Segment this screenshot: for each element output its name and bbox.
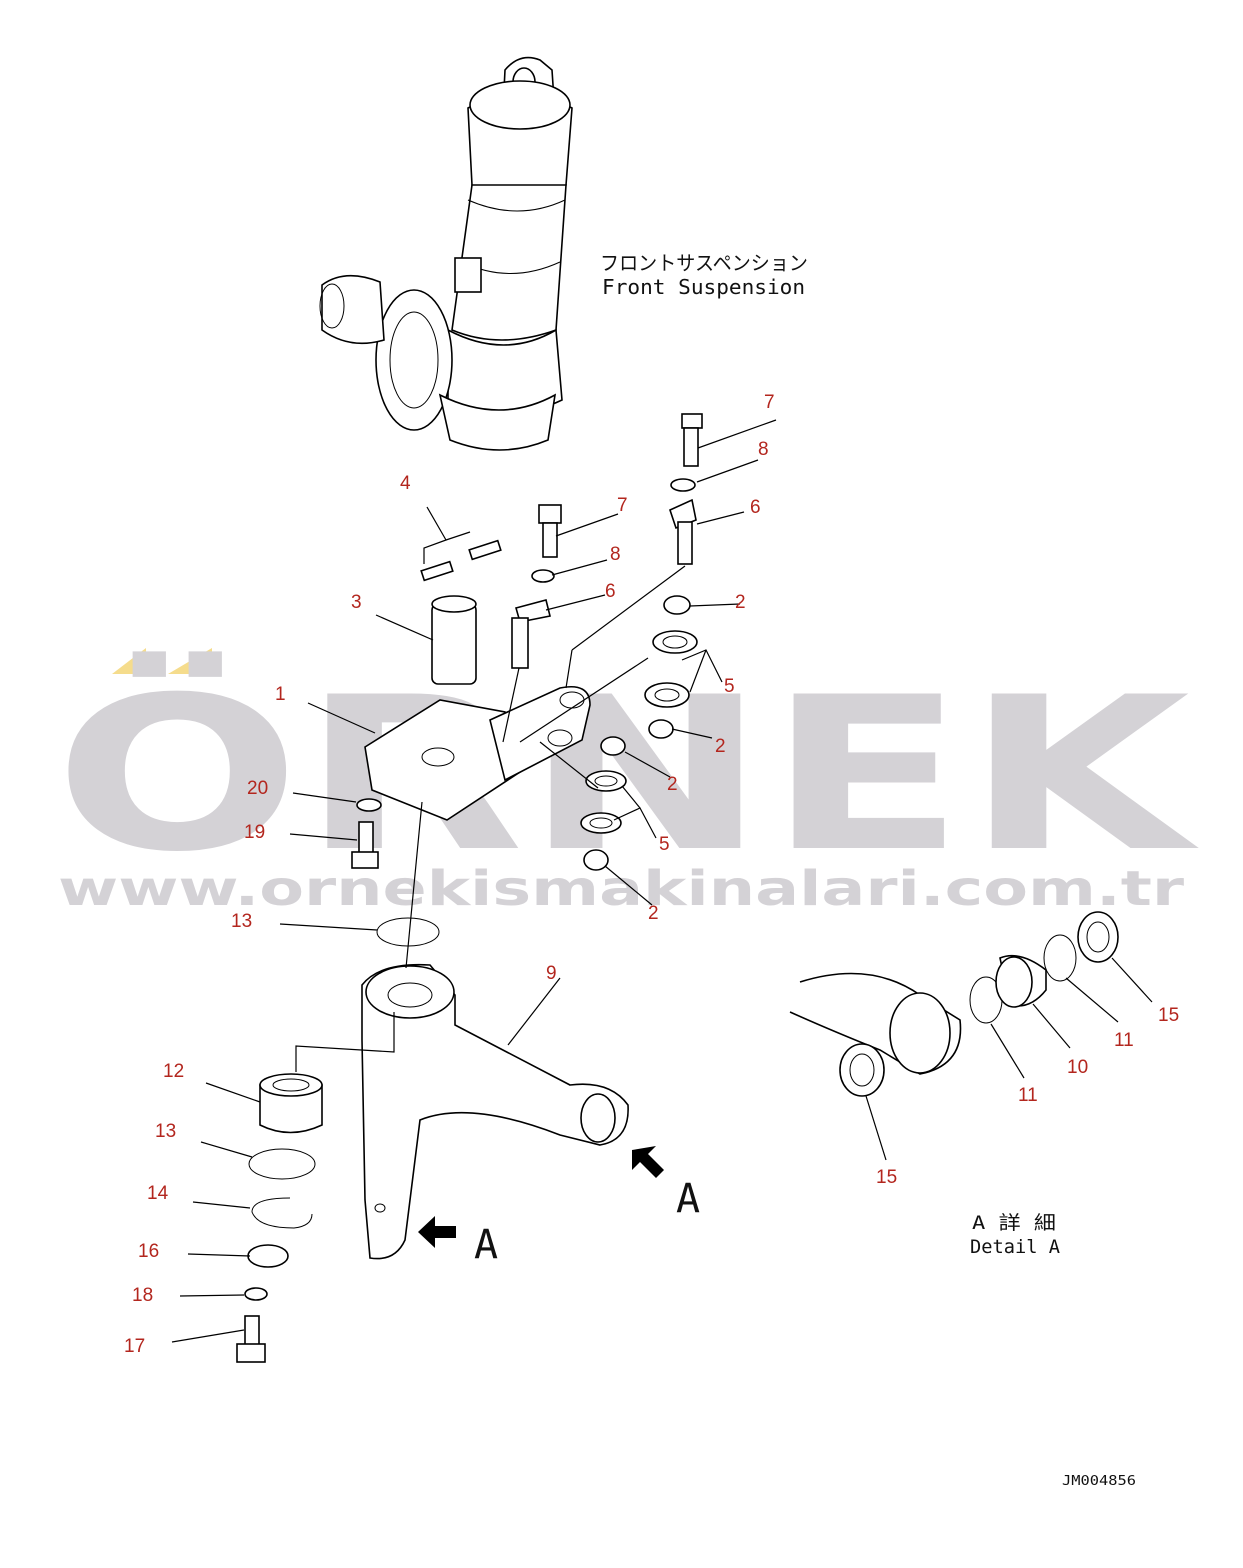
- arrow-left-icon: [418, 1216, 456, 1248]
- pin-shank-6b: [511, 617, 529, 669]
- seal-5a: [652, 630, 698, 654]
- bushing-2a: [663, 595, 691, 615]
- callout-7-a: 7: [764, 392, 775, 413]
- detail-seal-15b: [1077, 911, 1119, 963]
- washer-8a: [670, 478, 696, 492]
- knuckle: [438, 393, 557, 451]
- watermark-url: www.ornekismakinalari.com.tr: [58, 861, 1184, 917]
- callout-15-b: 15: [876, 1167, 897, 1188]
- callout-2-d: 2: [648, 903, 659, 924]
- callout-5-b: 5: [659, 834, 670, 855]
- callout-16: 16: [138, 1241, 159, 1262]
- bolt-head-19: [351, 851, 379, 869]
- arm-top-bore: [365, 965, 455, 1019]
- pin-shank-6a: [677, 521, 693, 565]
- detail-seal-15a: [839, 1043, 885, 1097]
- drawing-number: JM004856: [1062, 1474, 1136, 1489]
- callout-20: 20: [247, 778, 268, 799]
- callout-19: 19: [244, 822, 265, 843]
- seal-5b: [644, 682, 690, 708]
- watermark: ÖRNEK www.ornekismakinalari.com.tr: [54, 648, 1199, 917]
- assembly-title-en: Front Suspension: [602, 275, 805, 299]
- bushing-2b: [648, 719, 674, 739]
- callouts: 1 2 2 2 2 3 4 5 5 6 6 7 7 8 8 9 10 11 11…: [124, 392, 1179, 1357]
- bolt-shank-7b: [542, 522, 558, 558]
- callout-12: 12: [163, 1061, 184, 1082]
- bolt-shank-7a: [683, 427, 699, 467]
- callout-8-b: 8: [610, 544, 621, 565]
- oring-13b: [248, 1148, 316, 1180]
- callout-11-a: 11: [1018, 1085, 1038, 1106]
- callout-1: 1: [275, 684, 286, 705]
- callout-17: 17: [124, 1336, 145, 1357]
- pin-3-top: [431, 595, 477, 613]
- view-arrows: [418, 1146, 664, 1248]
- callout-15-a: 15: [1158, 1005, 1179, 1026]
- callout-14: 14: [147, 1183, 169, 1204]
- callout-9: 9: [546, 963, 557, 984]
- watermark-accent-right: [168, 648, 212, 674]
- view-marker-a-upper: A: [676, 1176, 700, 1222]
- detail-a-view: [789, 911, 1119, 1097]
- seal-5c: [585, 770, 627, 792]
- callout-6-b: 6: [605, 581, 616, 602]
- retainer-16: [247, 1244, 289, 1268]
- front-suspension-assembly: [319, 56, 573, 451]
- callout-18: 18: [132, 1285, 153, 1306]
- key-4b: [468, 539, 502, 561]
- axle-spindle-end: [319, 283, 345, 329]
- callout-2-a: 2: [735, 592, 746, 613]
- cylinder-band-1: [467, 199, 566, 212]
- bolt-head-17: [236, 1343, 266, 1363]
- callout-6-a: 6: [750, 497, 761, 518]
- washer-20: [356, 798, 382, 812]
- bushing-2d: [583, 849, 609, 871]
- view-marker-a-lower: A: [474, 1222, 498, 1268]
- callout-11-b: 11: [1114, 1030, 1134, 1051]
- callout-2-b: 2: [715, 736, 726, 757]
- bracket-1: [489, 686, 591, 782]
- watermark-brand: ÖRNEK: [54, 651, 1199, 898]
- washer-8b: [531, 569, 555, 583]
- suspension-arm-9: [361, 963, 629, 1260]
- leader-lines: [171, 419, 1153, 1343]
- key-4a: [420, 560, 454, 582]
- detail-bore: [889, 992, 951, 1074]
- seal-5d: [580, 812, 622, 834]
- callout-13-b: 13: [155, 1121, 176, 1142]
- callout-2-c: 2: [667, 774, 678, 795]
- arrow-upleft-icon: [632, 1146, 664, 1178]
- assembly-title-jp: フロントサスペンション: [600, 251, 808, 275]
- hardware-parts: [351, 413, 703, 947]
- wheel-flange: [375, 289, 453, 431]
- lower-parts: [236, 1073, 323, 1363]
- wheel-flange-inner: [389, 311, 439, 409]
- cylinder-cap: [469, 80, 571, 130]
- callout-5-a: 5: [724, 676, 735, 697]
- bolt-head-7b: [538, 504, 562, 524]
- callout-3: 3: [351, 592, 362, 613]
- pin-plate-6a: [669, 498, 697, 530]
- axle-spindle: [321, 274, 385, 345]
- callout-7-b: 7: [617, 495, 628, 516]
- pin-3: [431, 603, 477, 685]
- callout-4: 4: [400, 473, 411, 494]
- arm-body: [361, 963, 629, 1260]
- detail-title-jp: A 詳 細: [972, 1212, 1056, 1234]
- detail-ring-11b: [1043, 934, 1077, 982]
- detail-title-en: Detail A: [970, 1236, 1061, 1258]
- watermark-accent-left: [112, 648, 146, 674]
- arm-end-bore: [580, 1093, 616, 1143]
- callout-10: 10: [1067, 1057, 1088, 1078]
- bushing-2c: [600, 736, 626, 756]
- callout-8-a: 8: [758, 439, 769, 460]
- washer-18: [244, 1287, 268, 1301]
- snap-ring-14: [251, 1197, 313, 1229]
- callout-13-a: 13: [231, 911, 252, 932]
- cylinder-port: [454, 257, 482, 293]
- bolt-head-7a: [681, 413, 703, 429]
